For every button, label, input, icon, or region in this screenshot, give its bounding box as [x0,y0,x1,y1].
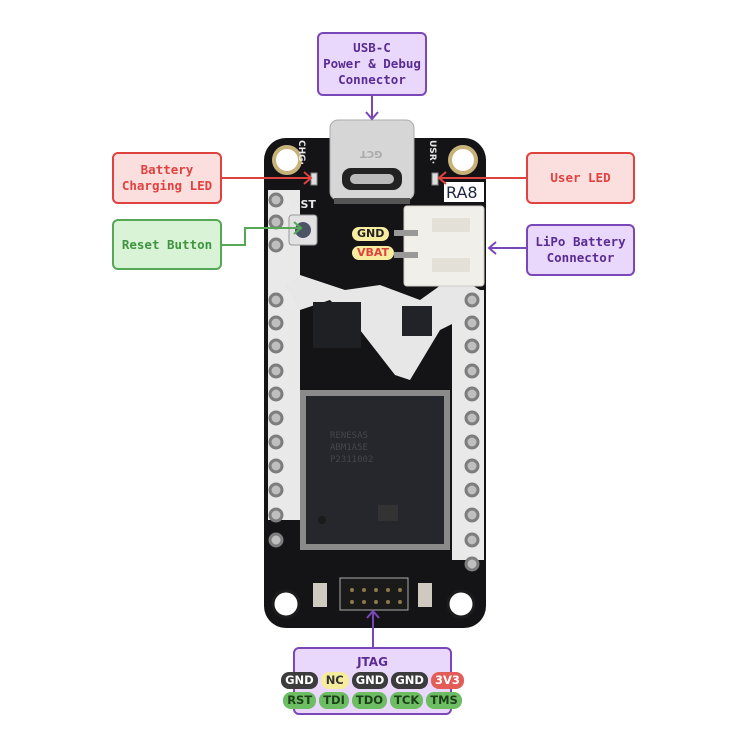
jtag-pin-nc: NC [320,672,349,689]
jtag-pin-rst: RST [283,692,317,709]
jtag-pin-tdi: TDI [319,692,349,709]
lipo-connector-callout: LiPo Battery Connector [526,224,635,276]
mcu-marking-line: ABM1A5E [330,443,368,453]
callout-line: Charging LED [121,178,213,193]
jtag-pin-3v3: 3V3 [430,672,464,689]
silk-chevron [300,275,480,380]
jtag-title: JTAG [357,655,388,669]
chg-silkscreen: CHG· [296,140,306,165]
jtag-pin-gnd: GND [351,672,389,689]
user-led-callout: User LED [526,152,635,204]
jtag-pin-tck: TCK [390,692,424,709]
callout-line: User LED [550,170,611,185]
mounting-hole [446,589,476,619]
jtag-header [339,577,409,611]
callout-line: LiPo Battery [535,234,626,249]
mcu-marking-line: RENESAS [330,431,368,441]
jtag-pin-tdo: TDO [351,692,388,709]
mounting-hole [448,145,478,175]
callout-line: USB-C [353,40,391,55]
mounting-hole [271,589,301,619]
callout-line: Power & Debug [323,56,421,71]
callout-line: Battery [140,162,194,177]
user-led [431,172,439,186]
crystal [313,583,327,607]
left-header-pins [268,192,284,548]
usb-c-callout: USB-C Power & Debug Connector [317,32,427,96]
charging-led [310,172,318,186]
mounting-hole [272,145,302,175]
mcu-chip [300,390,450,550]
vbat-pin-label: VBAT [352,246,395,260]
crystal [418,583,432,607]
gnd-pin-label: GND [352,227,390,241]
jtag-pin-gnd: GND [281,672,318,689]
mcu-marking: RENESAS ABM1A5E P2311002 [330,430,373,466]
jtag-pin-gnd: GND [391,672,428,689]
callout-line: Connector [338,72,406,87]
usb-marking: GCT [360,148,383,159]
ra8-label-bg [444,182,484,202]
ic-chip [402,306,432,336]
rst-silkscreen: RST [292,198,316,211]
model-label: RA8 [446,183,478,202]
reset-line [222,227,300,246]
jtag-pin-tms: TMS [426,692,462,709]
ic-chip [313,302,361,348]
callout-line: Reset Button [121,236,213,252]
reset-button-callout: Reset Button [112,219,222,270]
charging-led-callout: Battery Charging LED [112,152,222,204]
callout-line: Connector [546,250,615,265]
mcu-marking-line: P2311002 [330,455,374,465]
right-header-pins [464,292,480,572]
usr-silkscreen: USR· [427,140,437,165]
